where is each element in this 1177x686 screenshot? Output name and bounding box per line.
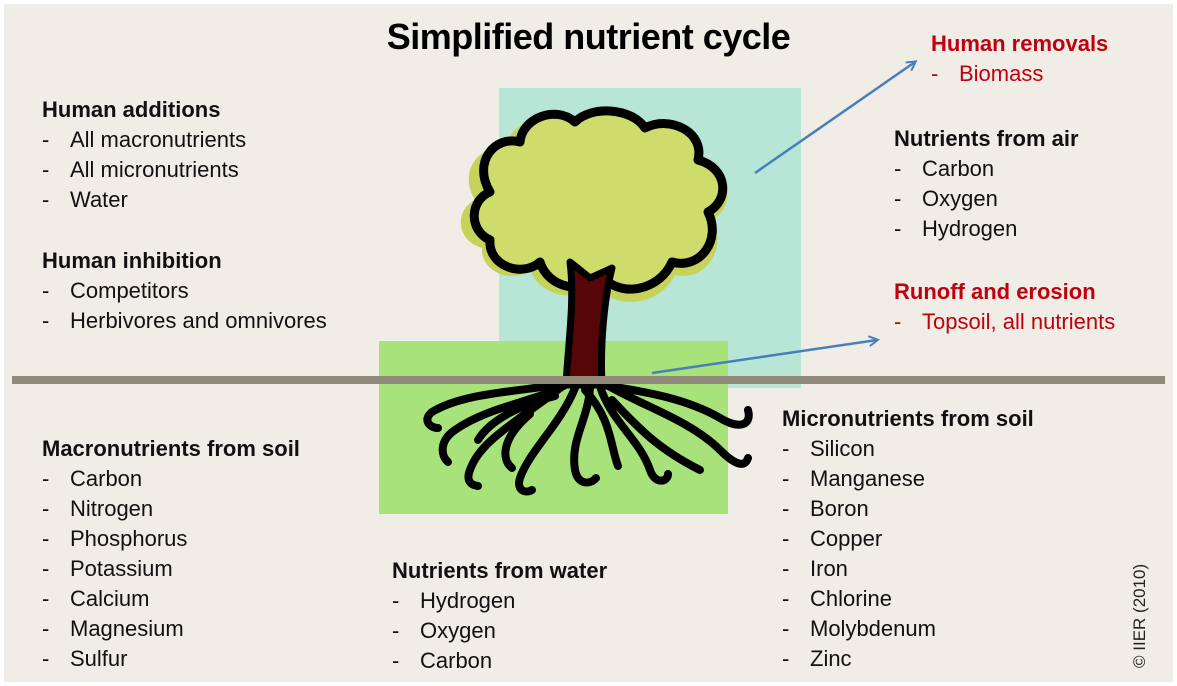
list-item: -Copper: [782, 526, 883, 551]
tree-icon: [423, 106, 753, 496]
list-item: -Nitrogen: [42, 496, 154, 521]
list-item: -All macronutrients: [42, 127, 247, 152]
list-item: -Molybdenum: [782, 616, 936, 641]
list-item: -Magnesium: [42, 616, 184, 641]
human-additions-block: Human additions -All macronutrients -All…: [42, 95, 246, 215]
nutrients-water-block: Nutrients from water -Hydrogen -Oxygen -…: [392, 556, 607, 676]
arrow-to-runoff-icon: [651, 340, 877, 375]
human-inhibition-block: Human inhibition -Competitors -Herbivore…: [42, 246, 327, 336]
list-item: -Iron: [782, 556, 848, 581]
arrow-to-removals-icon: [754, 62, 915, 175]
human-inhibition-heading: Human inhibition: [42, 248, 222, 273]
list-item: -Carbon: [42, 466, 143, 491]
human-removals-block: Human removals -Biomass: [931, 29, 1108, 89]
human-removals-heading: Human removals: [931, 31, 1109, 56]
human-additions-heading: Human additions: [42, 97, 221, 122]
macronutrients-block: Macronutrients from soil -Carbon -Nitrog…: [42, 434, 300, 674]
list-item: -Potassium: [42, 556, 173, 581]
list-item: -Silicon: [782, 436, 875, 461]
list-item: -Hydrogen: [392, 588, 516, 613]
list-item: -Zinc: [782, 646, 852, 671]
copyright-text: © IIER (2010): [1130, 563, 1149, 668]
list-item: -Carbon: [392, 648, 493, 673]
nutrients-air-heading: Nutrients from air: [894, 126, 1079, 151]
micronutrients-block: Micronutrients from soil -Silicon -Manga…: [782, 404, 1034, 674]
list-item: -Biomass: [931, 61, 1044, 86]
list-item: -All micronutrients: [42, 157, 239, 182]
list-item: -Oxygen: [392, 618, 496, 643]
list-item: -Manganese: [782, 466, 925, 491]
macronutrients-heading: Macronutrients from soil: [42, 436, 300, 461]
list-item: -Competitors: [42, 278, 189, 303]
list-item: -Herbivores and omnivores: [42, 308, 327, 333]
list-item: -Water: [42, 187, 128, 212]
nutrients-air-block: Nutrients from air -Carbon -Oxygen -Hydr…: [894, 124, 1079, 244]
list-item: -Hydrogen: [894, 216, 1018, 241]
list-item: -Boron: [782, 496, 869, 521]
nutrients-water-heading: Nutrients from water: [392, 558, 608, 583]
list-item: -Oxygen: [894, 186, 998, 211]
runoff-block: Runoff and erosion -Topsoil, all nutrien…: [894, 277, 1115, 337]
micronutrients-heading: Micronutrients from soil: [782, 406, 1034, 431]
list-item: -Chlorine: [782, 586, 892, 611]
list-item: -Topsoil, all nutrients: [894, 309, 1116, 334]
list-item: -Sulfur: [42, 646, 128, 671]
ground-line: [12, 376, 1165, 384]
list-item: -Carbon: [894, 156, 995, 181]
list-item: -Phosphorus: [42, 526, 188, 551]
runoff-heading: Runoff and erosion: [894, 279, 1096, 304]
list-item: -Calcium: [42, 586, 150, 611]
diagram-title: Simplified nutrient cycle: [386, 16, 791, 57]
